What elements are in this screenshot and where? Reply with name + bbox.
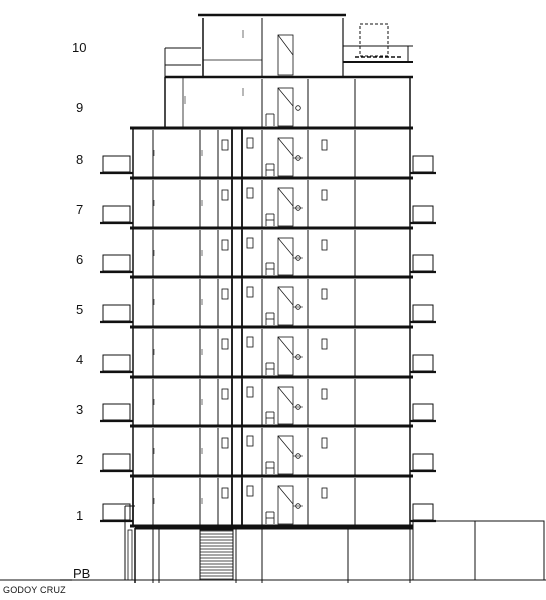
window-frame: [321, 139, 328, 151]
door-swing: [277, 286, 294, 306]
window-frame: [221, 437, 229, 449]
floor10-door-swing: [277, 34, 294, 56]
floor10-door: [277, 34, 294, 76]
door: [277, 187, 294, 227]
window-frame: [321, 388, 328, 400]
window-frame: [246, 336, 254, 348]
balcony-railing-left: [102, 453, 131, 471]
door: [277, 386, 294, 425]
balcony-railing-left: [102, 354, 131, 372]
floor-label-3: 3: [76, 402, 84, 417]
neighbour-building: [412, 520, 545, 581]
balcony-railing-left: [102, 205, 131, 223]
door: [277, 435, 294, 475]
window-frame: [246, 386, 254, 398]
floor-label-1: 1: [76, 508, 84, 523]
balcony-railing-right: [412, 304, 434, 322]
balcony-railing-left: [102, 155, 131, 173]
balcony-railing-right: [412, 503, 434, 521]
window-frame: [221, 338, 229, 350]
entrance-post: [127, 529, 133, 581]
door-swing: [277, 237, 294, 257]
window-frame: [246, 485, 254, 497]
window-frame: [221, 487, 229, 499]
balcony-railing-right: [412, 354, 434, 372]
balcony-railing-right: [412, 403, 434, 421]
door: [277, 137, 294, 177]
door-swing: [277, 137, 294, 157]
floor-label-9: 9: [76, 100, 84, 115]
window-frame: [221, 288, 229, 300]
balcony-railing-right: [412, 155, 434, 173]
door-swing: [277, 386, 294, 406]
floor-label-8: 8: [76, 152, 84, 167]
balcony-railing-right: [412, 254, 434, 272]
window-frame: [221, 139, 229, 151]
balcony-railing-right: [412, 205, 434, 223]
window-frame: [321, 288, 328, 300]
window-frame: [321, 487, 328, 499]
balcony-railing-left: [102, 403, 131, 421]
window-frame: [246, 237, 254, 249]
window-frame: [221, 239, 229, 251]
floor9-door: [277, 87, 294, 127]
floor-label-4: 4: [76, 352, 84, 367]
floor9-fixture: [295, 105, 301, 111]
window-frame: [321, 338, 328, 350]
door: [277, 485, 294, 525]
window-frame: [321, 189, 328, 201]
floor9-door-swing: [277, 87, 294, 107]
window-frame: [246, 286, 254, 298]
window-frame: [321, 437, 328, 449]
door: [277, 286, 294, 326]
door: [277, 237, 294, 276]
window-frame: [246, 187, 254, 199]
balcony-railing-right: [412, 453, 434, 471]
floor-label-6: 6: [76, 252, 84, 267]
floor-label-2: 2: [76, 452, 84, 467]
floor-label-5: 5: [76, 302, 84, 317]
door-swing: [277, 336, 294, 356]
water-tank: [359, 23, 389, 57]
floor-label-7: 7: [76, 202, 84, 217]
door-swing: [277, 435, 294, 455]
door-swing: [277, 187, 294, 207]
balcony-railing-left: [102, 254, 131, 272]
window-frame: [221, 189, 229, 201]
door: [277, 336, 294, 376]
floor-label-pb: PB: [73, 566, 91, 581]
balcony-railing-left: [102, 304, 131, 322]
street-label: GODOY CRUZ: [3, 585, 66, 595]
window-frame: [246, 435, 254, 447]
window-frame: [321, 239, 328, 251]
window-frame: [221, 388, 229, 400]
door-swing: [277, 485, 294, 505]
floor-label-10: 10: [72, 40, 87, 55]
ground-stair: [199, 529, 234, 581]
window-frame: [246, 137, 254, 149]
